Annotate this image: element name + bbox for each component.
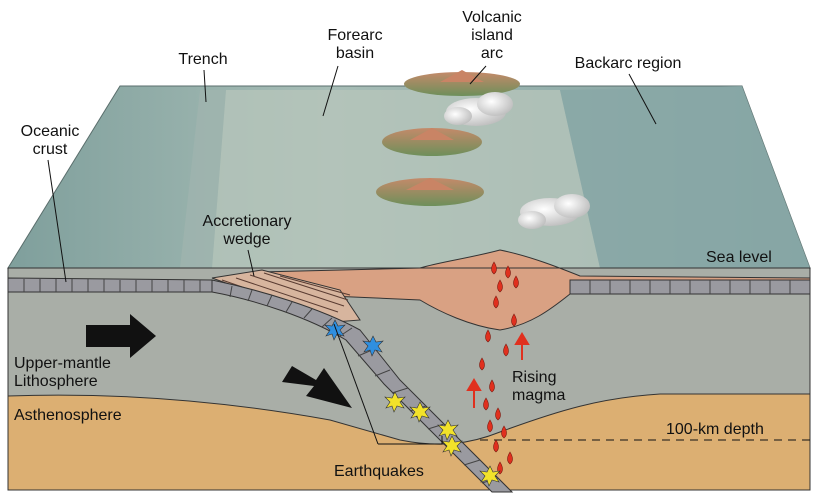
earthquakes-label: Earthquakes [334,463,424,480]
backarc-label: Backarc region [575,55,682,72]
accretionary-label-line1: Accretionary [203,213,292,230]
rising-magma-label-line1: Rising [512,369,556,386]
forearc-label-line1: Forearc [327,27,382,44]
forearc-shelf [212,90,600,268]
volcanic-label-line2: island [471,27,513,44]
rising-magma-label-line2: magma [512,387,565,404]
volcanic-label-line1: Volcanic [462,9,522,26]
depth-label: 100-km depth [666,421,764,438]
subduction-arrow [282,366,352,408]
lithosphere-label-line1: Upper-mantle [14,355,111,372]
trench-label: Trench [178,51,227,68]
crust-ticks-right [589,280,791,294]
volcanic-label-line3: arc [481,45,503,62]
accretionary-label-line2: wedge [222,231,270,248]
subducting-slab [211,279,514,493]
earthquake-markers [324,319,501,487]
lithosphere-label-line2: Lithosphere [14,373,98,390]
oceanic-crust-label-line2: crust [33,141,68,158]
trench-surface [180,90,226,268]
rising-arrows [466,332,530,408]
forearc-label-line2: basin [336,45,374,62]
oceanic-crust-label-line1: Oceanic [21,123,80,140]
backarc-water [560,86,810,268]
sea-level-label: Sea level [706,249,772,266]
leader-lines [47,65,657,445]
crust-ticks-left [23,279,201,292]
oceanic-crust-band [7,277,213,293]
volcanic-islands [376,70,520,206]
plate-motion-arrow [86,314,156,358]
magma-drops [479,261,519,475]
eruption-clouds [444,92,590,229]
asthenosphere-label: Asthenosphere [14,407,122,424]
